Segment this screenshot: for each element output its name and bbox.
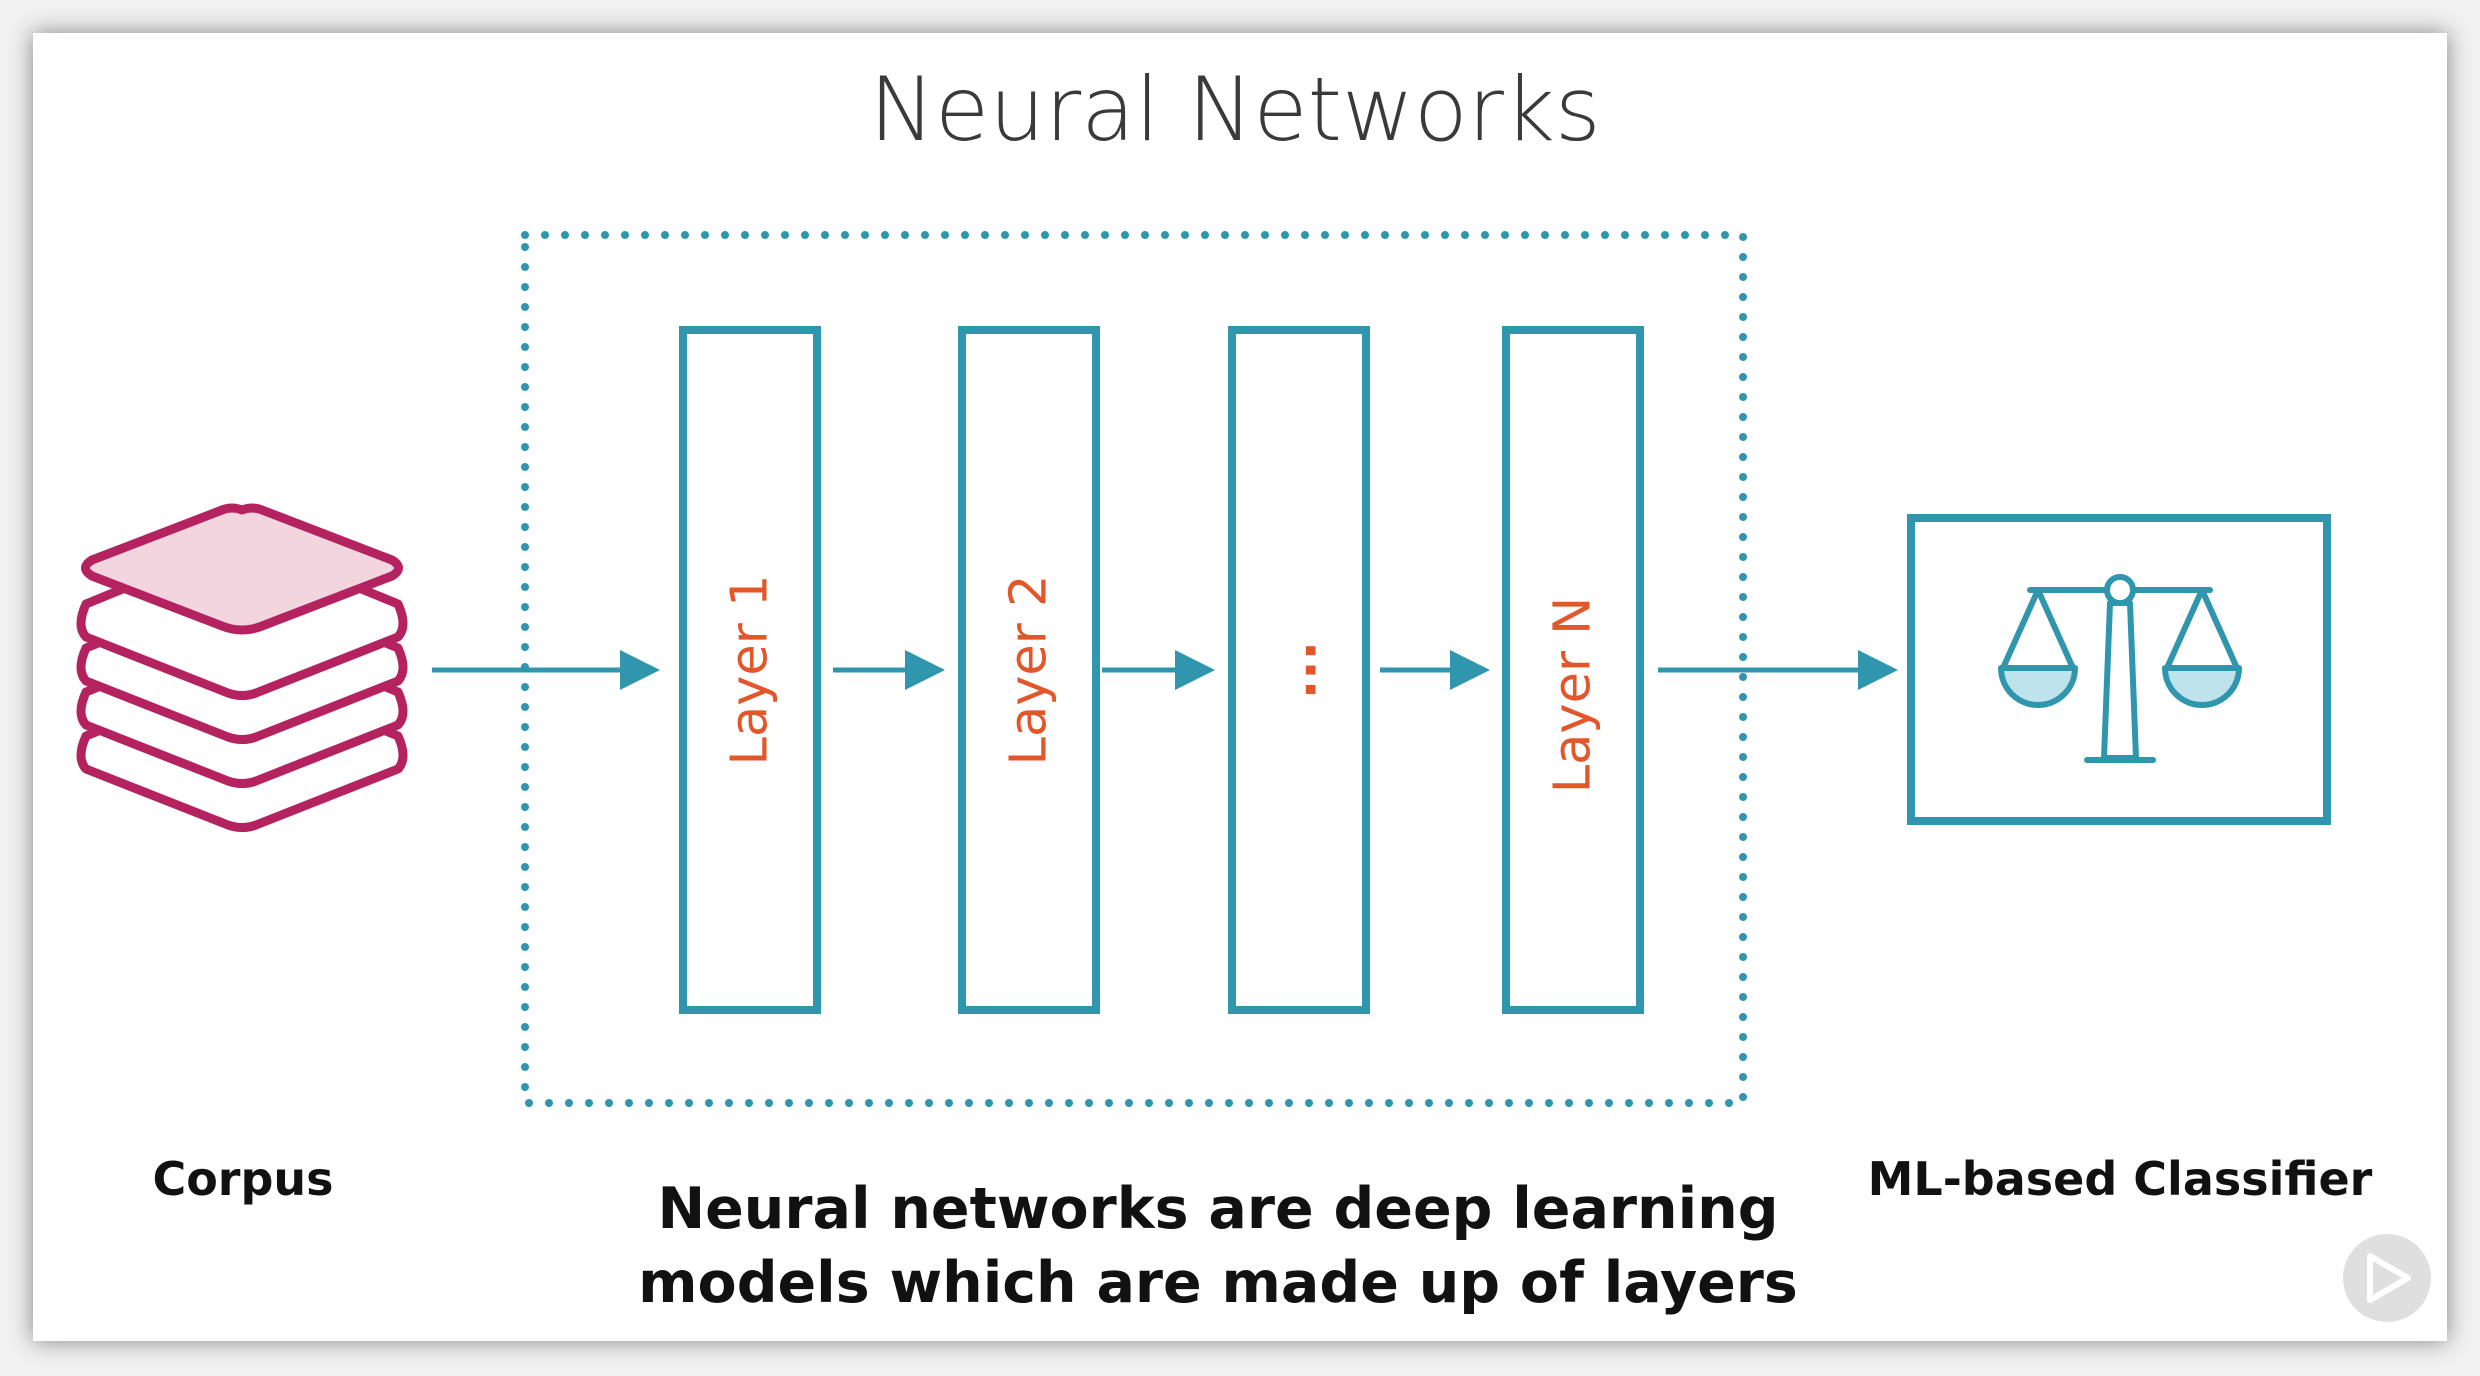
classifier-label: ML-based Classifier <box>1868 1152 2373 1206</box>
layer-box-ellipsis <box>1228 326 1370 1014</box>
caption-line-2: models which are made up of layers <box>638 1250 1798 1316</box>
layer-box-n <box>1502 326 1644 1014</box>
play-button[interactable] <box>2343 1234 2431 1322</box>
layer-label-1: Layer 1 <box>721 575 780 766</box>
layer-label-ellipsis: ... <box>1270 641 1329 699</box>
caption-line-1: Neural networks are deep learning <box>657 1176 1778 1242</box>
play-button-circle[interactable] <box>2343 1234 2431 1322</box>
layer-box-1 <box>679 326 821 1014</box>
layer-box-2 <box>958 326 1100 1014</box>
stacked-layers-icon <box>76 503 408 832</box>
layer-label-n: Layer N <box>1544 597 1603 794</box>
corpus-label: Corpus <box>152 1152 333 1206</box>
page-title: Neural Networks <box>869 58 1601 161</box>
balance-scale-icon <box>1998 574 2242 763</box>
layer-label-2: Layer 2 <box>1000 575 1059 766</box>
play-icon[interactable] <box>2367 1253 2411 1303</box>
